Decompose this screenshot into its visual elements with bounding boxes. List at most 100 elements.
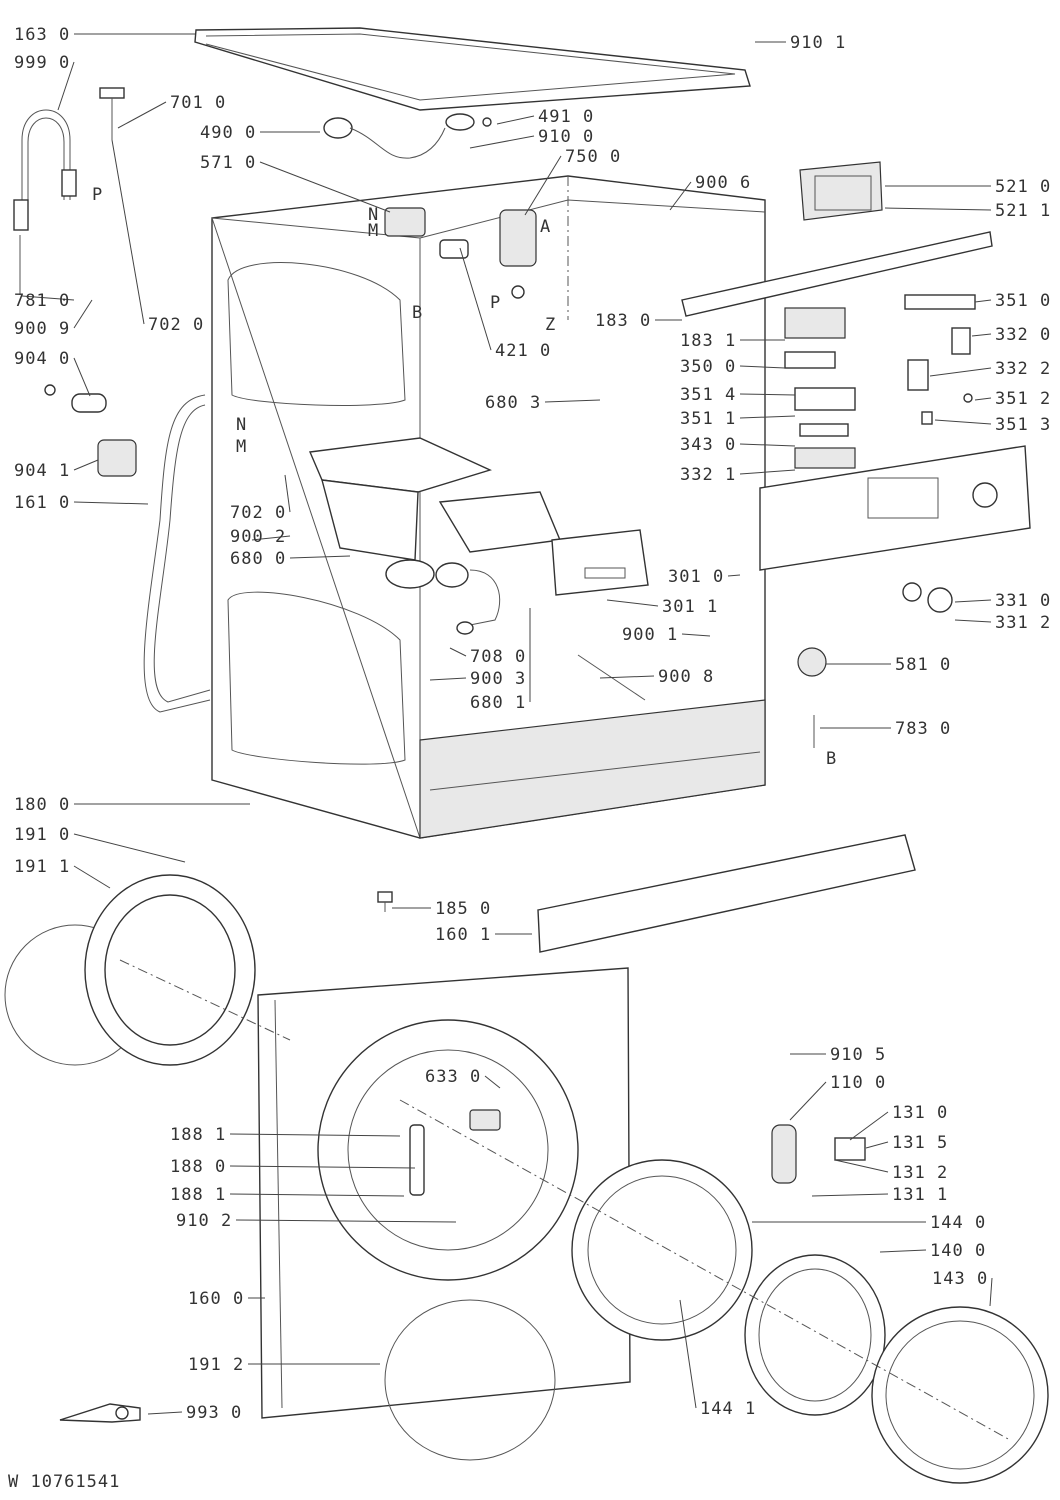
leader-line <box>865 1141 889 1149</box>
door-handle-drawing <box>771 1124 797 1184</box>
drawer-housing-drawing <box>308 437 492 589</box>
door-glass-drawing <box>744 1254 886 1416</box>
callout-label-program-knob: 331 2 <box>995 613 1051 633</box>
top-cover-drawing <box>194 27 751 111</box>
leader-line <box>524 155 562 216</box>
foot-drawing <box>377 891 393 912</box>
callout-label-door-glass: 140 0 <box>930 1241 986 1261</box>
callout-label-pcb: 350 0 <box>680 357 736 377</box>
leader-line <box>117 101 167 129</box>
leader-line <box>229 1133 401 1137</box>
leader-line <box>73 501 149 505</box>
drawing-id: W 10761541 <box>8 1472 120 1492</box>
leader-line <box>235 1219 457 1223</box>
callout-label-screw: 910 0 <box>538 127 594 147</box>
pump-drawing <box>499 209 537 299</box>
hinge-drawing <box>834 1137 866 1161</box>
fastener-904-1-drawing <box>97 439 137 477</box>
door-lock-drawing <box>469 1109 501 1131</box>
reference-letter: P <box>490 293 501 313</box>
reference-letter: N <box>236 415 247 435</box>
leader-line <box>73 459 99 471</box>
callout-label-inlet-valve: 571 0 <box>200 153 256 173</box>
leader-line <box>229 1165 416 1169</box>
door-seal-drawing <box>4 874 256 1066</box>
callout-label-door-seal: 191 0 <box>14 825 70 845</box>
leader-line <box>884 207 992 211</box>
callout-label-latch: 188 1 <box>170 1125 226 1145</box>
control-panel-frame-drawing <box>681 231 993 317</box>
leader-line <box>739 415 796 419</box>
callout-label-door-seal: 191 2 <box>188 1355 244 1375</box>
leader-line <box>449 647 467 657</box>
callout-label-hose: 702 0 <box>148 315 204 335</box>
reference-letter: M <box>368 221 379 241</box>
door-ring-drawing <box>871 1306 1049 1484</box>
leader-line <box>251 535 291 541</box>
leader-line <box>259 161 391 213</box>
callout-label-hinge: 131 5 <box>892 1133 948 1153</box>
callout-label-hinge: 131 1 <box>892 1185 948 1205</box>
leader-line <box>284 474 291 513</box>
leader-line <box>21 295 75 301</box>
leader-line <box>73 357 91 397</box>
assembly-axis-lines <box>119 959 1011 1441</box>
leader-line <box>727 574 741 577</box>
drain-hose-drawing <box>435 562 501 635</box>
callout-label-knob: 332 1 <box>680 465 736 485</box>
latch-drawing <box>409 1124 425 1196</box>
callout-label-latch: 188 1 <box>170 1185 226 1205</box>
callout-label-button: 351 1 <box>680 409 736 429</box>
callout-label-fastener: 904 1 <box>14 461 70 481</box>
callout-leader-lines <box>21 33 993 1415</box>
callout-label-screw: 910 5 <box>830 1045 886 1065</box>
callout-label-hinge: 131 0 <box>892 1103 948 1123</box>
inlet-valve-drawing <box>384 207 426 237</box>
leader-line <box>954 599 992 603</box>
callout-label-program-knob: 331 0 <box>995 591 1051 611</box>
leader-line <box>879 1249 927 1253</box>
callout-label-screw: 900 8 <box>658 667 714 687</box>
leader-line <box>739 443 796 447</box>
leader-line <box>954 619 992 623</box>
leader-line <box>834 1159 889 1173</box>
kickplate-drawing <box>537 834 916 953</box>
callout-label-door-lock: 633 0 <box>425 1067 481 1087</box>
callout-label-wrench: 993 0 <box>186 1403 242 1423</box>
control-panel-drawing <box>759 445 1031 571</box>
leader-line <box>679 1299 697 1409</box>
leader-line <box>681 633 711 637</box>
callout-label-drain-hose: 708 0 <box>470 647 526 667</box>
callout-label-detergent-drawer: 301 1 <box>662 597 718 617</box>
reference-letter: Z <box>545 315 556 335</box>
callout-label-hose: 702 0 <box>230 503 286 523</box>
callout-label-button: 351 2 <box>995 389 1051 409</box>
callout-label-pump: 750 0 <box>565 147 621 167</box>
callout-label-duct: 680 1 <box>470 693 526 713</box>
callout-label-hose-clip: 781 0 <box>14 291 70 311</box>
pressure-switch-drawing <box>797 647 827 677</box>
callout-label-control-panel-frame: 183 0 <box>595 311 651 331</box>
callout-label-knob: 332 0 <box>995 325 1051 345</box>
leader-line <box>599 675 655 679</box>
reference-letter: M <box>236 437 247 457</box>
leader-line <box>739 393 796 396</box>
heater-drawing <box>439 239 469 259</box>
tub-gasket-drawing <box>143 394 211 713</box>
control-module-drawing <box>799 161 883 221</box>
leader-line <box>606 599 659 607</box>
leader-line <box>739 469 796 475</box>
callout-label-heater: 421 0 <box>495 341 551 361</box>
leader-line <box>429 677 467 681</box>
callout-label-latch: 188 0 <box>170 1157 226 1177</box>
callout-label-button: 351 3 <box>995 415 1051 435</box>
callout-label-pressure-switch: 581 0 <box>895 655 951 675</box>
leader-line <box>811 1193 889 1197</box>
reference-letter: A <box>540 217 551 237</box>
leader-line <box>469 135 535 149</box>
front-panel-drawing <box>257 967 631 1461</box>
callout-label-kickplate: 160 1 <box>435 925 491 945</box>
callout-label-detergent-drawer: 301 0 <box>668 567 724 587</box>
callout-label-drawer-housing: 680 0 <box>230 549 286 569</box>
